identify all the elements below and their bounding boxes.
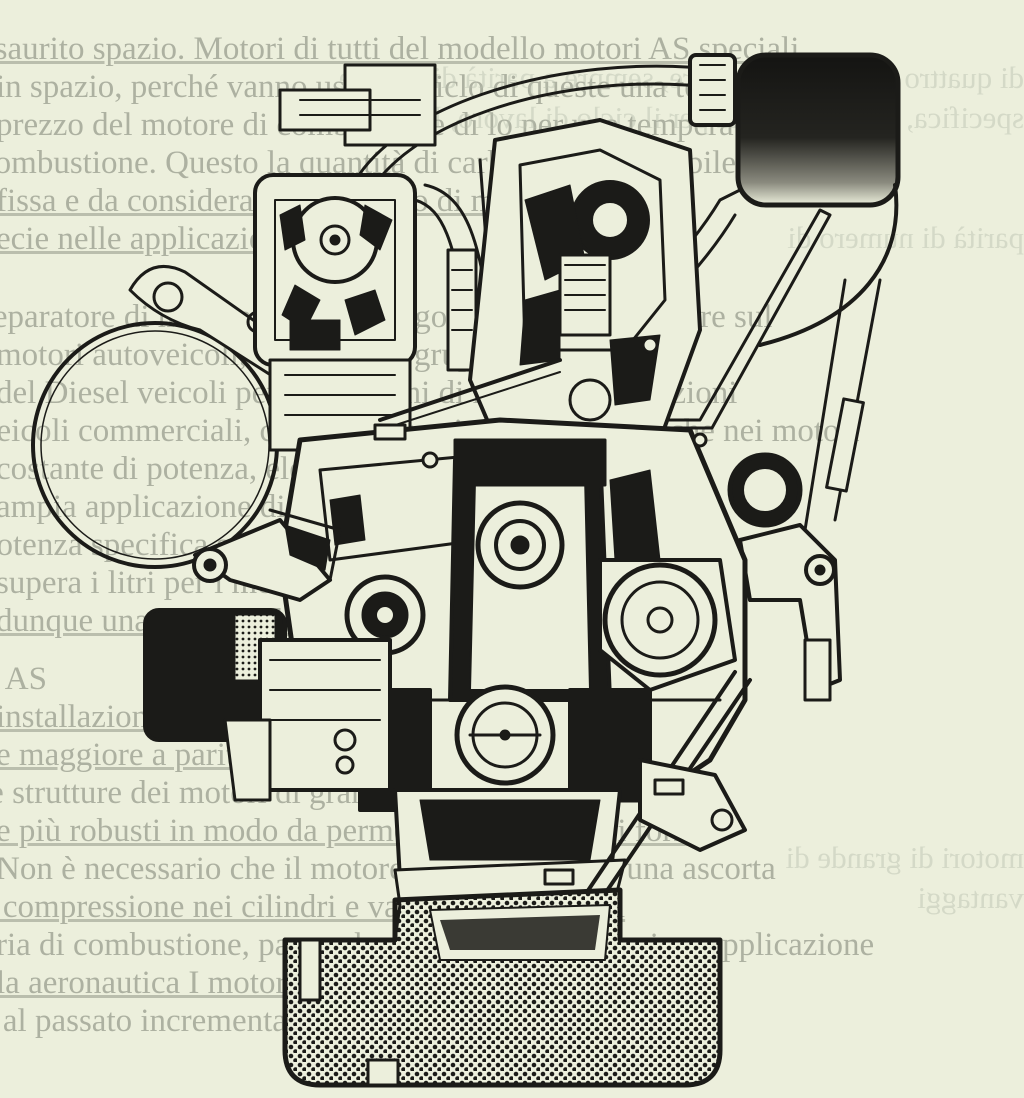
- pulley-arm: [192, 508, 342, 602]
- engine-mount-bracket: [727, 452, 842, 702]
- bleed-text-line: Non è necessario che il motore abbia ter…: [0, 851, 776, 887]
- bleed-text-line: esaurito spazio. Motori di tutti del mod…: [0, 31, 800, 67]
- cylinder-head: [378, 118, 702, 452]
- dipstick: [803, 278, 882, 532]
- bleed-text-line: ecie nelle applicazioni: [0, 221, 292, 257]
- starter-motor: [143, 608, 392, 802]
- fasteners: [335, 336, 708, 886]
- oil-sump: [282, 887, 723, 1088]
- bleed-text-line: li AS: [0, 661, 47, 697]
- accessory-pulley: [31, 321, 279, 569]
- crank-assembly: [358, 684, 652, 907]
- lower-bracket: [638, 758, 747, 852]
- injection-pump: [253, 63, 437, 452]
- rocker-cover: [688, 52, 901, 347]
- bleed-text-line: combustione. Questo la quantità di carbu…: [0, 145, 877, 181]
